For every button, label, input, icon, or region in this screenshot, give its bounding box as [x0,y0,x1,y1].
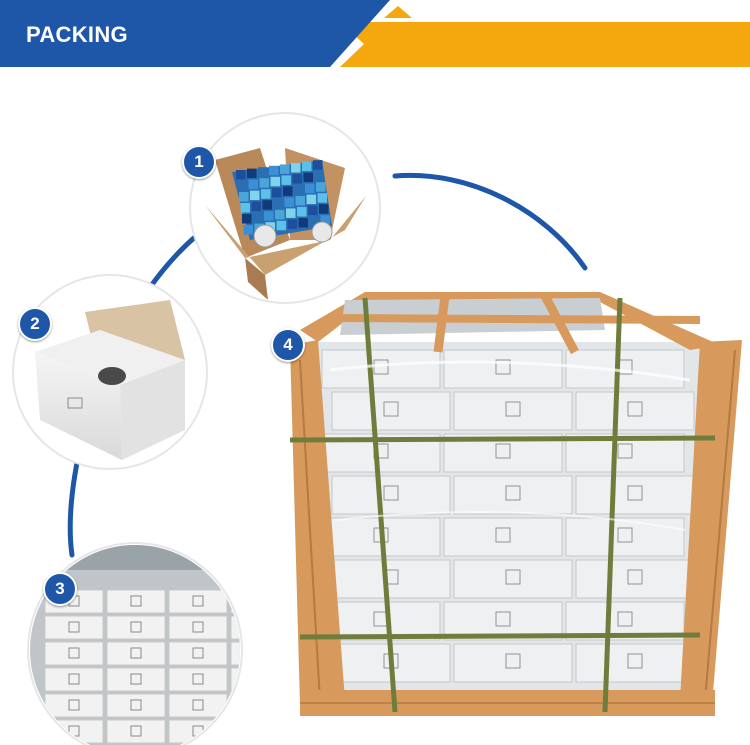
step-badge-3: 3 [43,572,77,606]
header-orange-bar [340,22,750,67]
header-orange-tab [384,6,412,18]
header-banner [0,0,750,67]
step-badge-4: 4 [271,328,305,362]
header-blue-bar [0,0,390,67]
step-3-photo [27,542,243,745]
page-title: PACKING [26,22,128,47]
step-1-photo [189,112,381,304]
step-4-photo [289,292,742,716]
step-badge-1: 1 [182,145,216,179]
step-2-photo [12,274,208,470]
step-badge-2: 2 [18,307,52,341]
